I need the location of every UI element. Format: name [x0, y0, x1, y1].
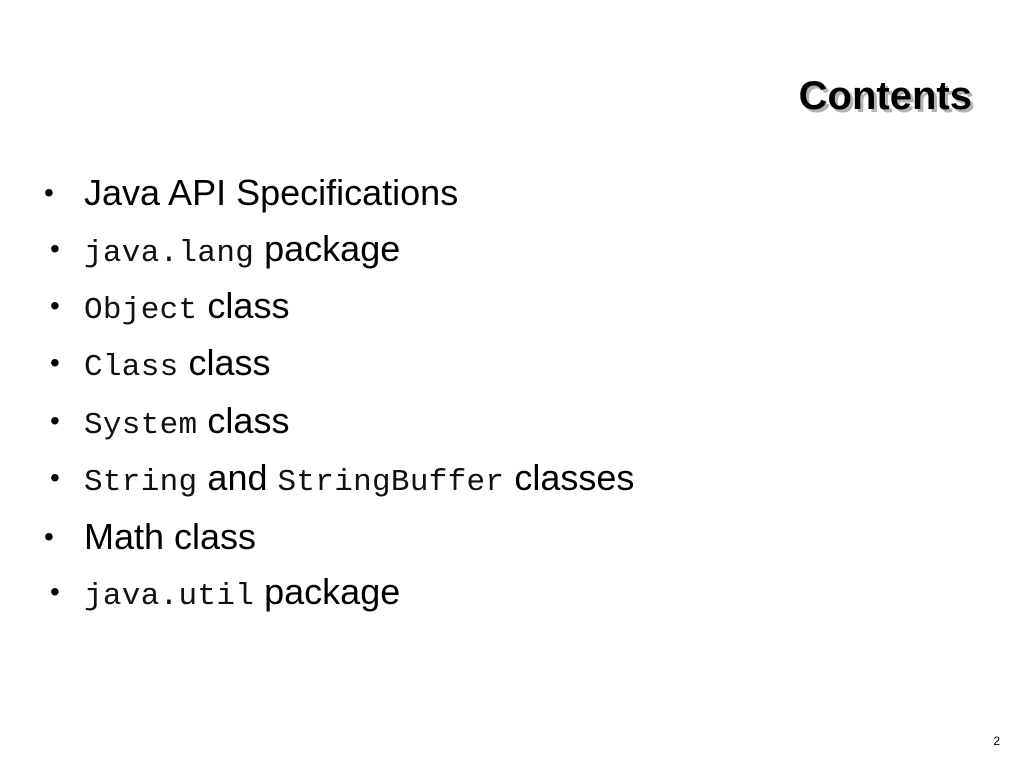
- page-number: 2: [993, 734, 1000, 748]
- item-label: and: [207, 457, 268, 498]
- item-code: Class: [84, 350, 179, 385]
- bullet-icon: •: [50, 233, 60, 264]
- item-text: Math class: [84, 517, 256, 557]
- item-code: System: [84, 408, 198, 443]
- item-text: System class: [84, 401, 289, 446]
- item-code: java.util: [84, 579, 255, 614]
- item-code: Object: [84, 293, 198, 328]
- item-text: java.util package: [84, 572, 400, 617]
- item-label: package: [264, 228, 401, 269]
- item-text: Class class: [84, 343, 271, 388]
- item-label: classes: [514, 457, 635, 498]
- item-label: Math class: [84, 516, 257, 557]
- item-code: StringBuffer: [277, 465, 505, 500]
- bullet-icon: •: [50, 576, 60, 607]
- slide-title: Contents: [798, 74, 972, 118]
- item-label: Java API Specifications: [84, 172, 459, 213]
- bullet-icon: •: [44, 177, 54, 208]
- bullet-icon: •: [50, 290, 60, 321]
- bullet-icon: •: [50, 462, 60, 493]
- item-code: String: [84, 465, 198, 500]
- item-label: package: [264, 571, 401, 612]
- item-code: java.lang: [84, 236, 255, 271]
- bullet-icon: •: [50, 405, 60, 436]
- item-label: class: [207, 285, 290, 326]
- item-text: Java API Specifications: [84, 173, 458, 213]
- item-label: class: [207, 400, 290, 441]
- item-text: String and StringBuffer classes: [84, 458, 634, 503]
- item-text: Object class: [84, 286, 289, 331]
- item-text: java.lang package: [84, 229, 400, 274]
- bullet-icon: •: [44, 521, 54, 552]
- item-label: class: [188, 342, 271, 383]
- bullet-icon: •: [50, 347, 60, 378]
